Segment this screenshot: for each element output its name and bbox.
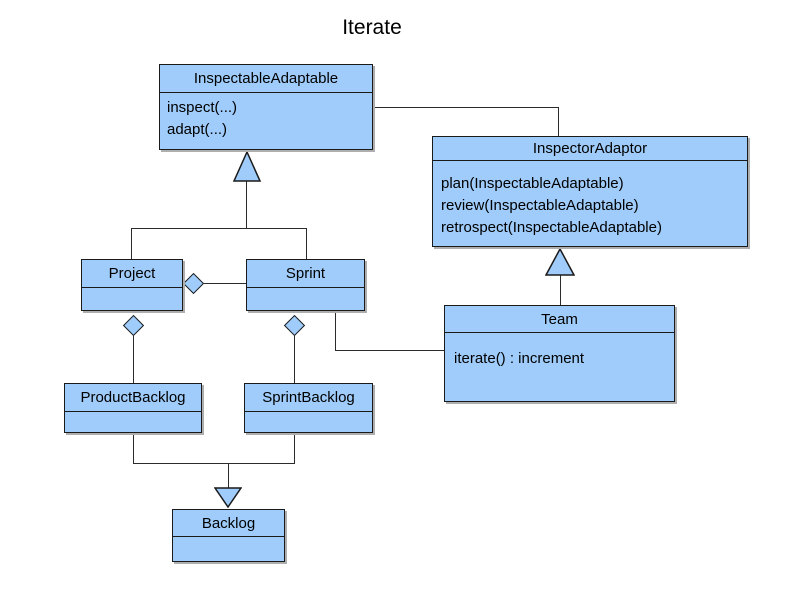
class-name: ProductBacklog xyxy=(65,384,201,412)
aggregation-diamond-project-sprint xyxy=(182,272,205,295)
connector-backlog-crossbar xyxy=(133,463,295,464)
class-name: Sprint xyxy=(247,260,364,288)
connector-generalization-crossbar xyxy=(131,228,307,229)
connector-sprint-team-v xyxy=(335,311,336,350)
method-label: iterate() : increment xyxy=(454,350,585,367)
generalization-arrow-inspectableadaptable xyxy=(233,151,261,182)
class-body: iterate() : increment xyxy=(445,333,674,370)
class-box-team[interactable]: Team iterate() : increment xyxy=(444,305,675,402)
class-name: InspectorAdaptor xyxy=(433,137,747,161)
class-box-sprint[interactable]: Sprint xyxy=(246,259,365,311)
connector-inspectable-inspector-h xyxy=(373,107,559,108)
method-label: review(InspectableAdaptable) xyxy=(441,197,639,214)
connector-backlog-drop xyxy=(228,463,229,488)
class-name: Project xyxy=(82,260,182,288)
connector-sprintbacklog-down xyxy=(294,431,295,463)
connector-sprint-team-h xyxy=(335,350,444,351)
class-box-inspectoradaptor[interactable]: InspectorAdaptor plan(InspectableAdaptab… xyxy=(432,136,748,247)
generalization-arrow-backlog xyxy=(214,487,242,508)
method-label: retrospect(InspectableAdaptable) xyxy=(441,219,662,236)
connector-sprint-sprintbacklog xyxy=(294,335,295,383)
aggregation-diamond-project-productbacklog xyxy=(122,314,145,337)
class-name: SprintBacklog xyxy=(245,384,372,412)
class-box-sprintbacklog[interactable]: SprintBacklog xyxy=(244,383,373,433)
class-body: inspect(...) adapt(...) xyxy=(160,93,372,141)
class-box-project[interactable]: Project xyxy=(81,259,183,311)
class-body: plan(InspectableAdaptable) review(Inspec… xyxy=(433,161,747,239)
class-box-backlog[interactable]: Backlog xyxy=(172,509,285,562)
class-box-inspectableadaptable[interactable]: InspectableAdaptable inspect(...) adapt(… xyxy=(159,64,373,150)
connector-inspectable-inspector-v xyxy=(558,107,559,136)
diagram-title: Iterate xyxy=(342,16,402,39)
method-label: plan(InspectableAdaptable) xyxy=(441,175,624,192)
aggregation-diamond-sprint-sprintbacklog xyxy=(283,314,306,337)
class-box-productbacklog[interactable]: ProductBacklog xyxy=(64,383,202,433)
connector-project-drop xyxy=(131,228,132,259)
generalization-arrow-inspectoradaptor xyxy=(545,248,575,276)
connector-project-sprint xyxy=(203,283,246,284)
connector-team-inspector xyxy=(560,275,561,305)
class-name: InspectableAdaptable xyxy=(160,65,372,93)
connector-productbacklog-down xyxy=(133,431,134,463)
class-name: Backlog xyxy=(173,510,284,537)
method-label: adapt(...) xyxy=(167,121,228,138)
connector-generalization-riser xyxy=(246,180,247,228)
connector-project-productbacklog xyxy=(133,335,134,383)
connector-sprint-drop xyxy=(306,228,307,259)
method-label: inspect(...) xyxy=(167,99,238,116)
class-name: Team xyxy=(445,306,674,333)
